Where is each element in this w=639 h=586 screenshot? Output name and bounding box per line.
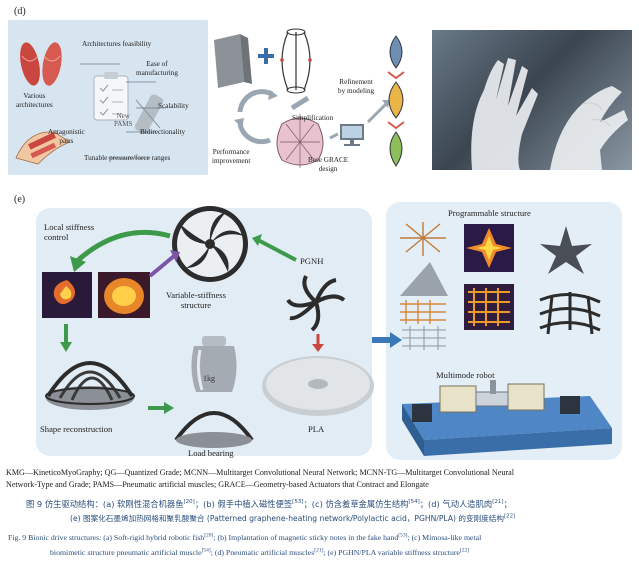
green-arrow-pgnh <box>257 238 297 262</box>
panel-d-tag: (d) <box>14 6 26 17</box>
star-lattice <box>400 222 446 256</box>
load-weight <box>174 336 254 448</box>
label-multimode-robot: Multimode robot <box>436 370 495 380</box>
programmable-structures <box>400 222 601 350</box>
label-variable-stiffness-structure: Variable-stiffness structure <box>166 290 226 310</box>
abbrev-line-1: KMG—KineticoMyoGraphy; QG—Quantized Grad… <box>6 468 514 477</box>
label-weight: 1kg <box>203 374 215 383</box>
dome-structure <box>45 361 135 410</box>
panel-d-design-cycle: Simplification Performance improvement R… <box>210 20 420 180</box>
panel-d-concept-diagram: Various architectures Antagonistic pairs… <box>8 20 208 175</box>
plus-icon <box>258 48 274 64</box>
green-arrowhead-right <box>164 402 174 414</box>
abbrev-line-2: Network-Type and Grade; PAMS—Pneumatic a… <box>6 480 429 489</box>
panel-e-tag: (e) <box>14 194 26 205</box>
caption-en-line-2: biomimetic structure pneumatic artificia… <box>50 547 470 557</box>
blue-arrowhead-right <box>390 332 402 348</box>
muscle-illustration <box>20 42 62 86</box>
concept-connector-lines <box>80 63 166 159</box>
purple-arrow <box>148 254 176 278</box>
panel-d-hand-photo <box>432 30 632 170</box>
label-ease-of-manufacturing: Ease of manufacturing <box>136 60 178 77</box>
clipboard-icon <box>93 72 129 121</box>
design-cycle-art <box>214 28 405 168</box>
refinement-arrow <box>366 102 388 124</box>
base-grace-model <box>276 114 324 168</box>
grid-heatmap <box>464 284 514 330</box>
pgnh-pattern <box>286 275 346 332</box>
label-pgnh: PGNH <box>300 256 324 266</box>
green-arrowhead-down <box>60 342 72 352</box>
green-arrowhead-top <box>70 256 86 272</box>
multimode-robot <box>402 380 612 456</box>
label-new-pams: New PAMS <box>114 112 133 128</box>
purple-arrowhead <box>170 250 180 262</box>
flat-mesh <box>402 326 446 350</box>
arm-illustration <box>15 131 71 165</box>
label-architectures-feasibility: Architectures feasibility <box>82 40 152 48</box>
label-load-bearing: Load bearing <box>188 448 234 458</box>
red-arrowhead-down <box>312 344 324 352</box>
label-refinement-by-modeling: Refinement by modeling <box>338 78 375 95</box>
caption-zh-line-2: (e) 图案化石墨烯加热网格和聚乳酸聚合 (Patterned graphene… <box>70 513 516 523</box>
label-shape-reconstruction: Shape reconstruction <box>40 424 113 434</box>
refined-designs <box>387 35 405 167</box>
wireframe-structure <box>280 28 312 94</box>
pyramid-structure <box>400 262 448 296</box>
green-arrowhead-pgnh <box>252 234 262 246</box>
variable-stiffness-wheel <box>172 206 248 282</box>
label-simplification: Simplification <box>292 114 334 122</box>
curved-mesh <box>539 292 601 335</box>
panel-d-concept-art <box>15 42 166 165</box>
pams-tube <box>134 94 164 134</box>
label-base-grace-design: Base GRACE design <box>308 156 349 173</box>
label-tunable-ranges: Tunable pressure/force ranges <box>84 154 171 162</box>
label-performance-improvement: Performance improvement <box>212 148 251 165</box>
caption-zh-line-1: 图 9 仿生驱动结构：(a) 软刚性混合机器鱼[20]；(b) 假手中植入磁性便… <box>26 499 512 509</box>
cycle-arrows <box>234 89 310 145</box>
base-tube <box>214 34 252 88</box>
orange-grid <box>400 300 446 324</box>
caption-en-line-1: Fig. 9 Bionic drive structures: (a) Soft… <box>8 532 482 542</box>
pla-disc <box>262 356 374 416</box>
computer-icon <box>329 124 364 146</box>
label-programmable-structure: Programmable structure <box>448 208 531 218</box>
green-arrow-top <box>74 229 171 264</box>
hand-photo-art <box>471 58 628 170</box>
label-bidirectionality: Bidirectionality <box>140 128 186 136</box>
refinement-arrowhead <box>382 100 390 108</box>
label-local-stiffness-control: Local stiffness control <box>44 222 95 242</box>
panel-e-art <box>42 206 612 456</box>
label-scalability: Scalability <box>158 102 189 110</box>
label-pla: PLA <box>308 424 325 434</box>
label-various-architectures: Various architectures <box>16 92 53 109</box>
label-antagonistic-pairs: Antagonistic pairs <box>48 128 85 145</box>
thermal-images <box>42 272 150 318</box>
star-mesh <box>540 226 592 274</box>
